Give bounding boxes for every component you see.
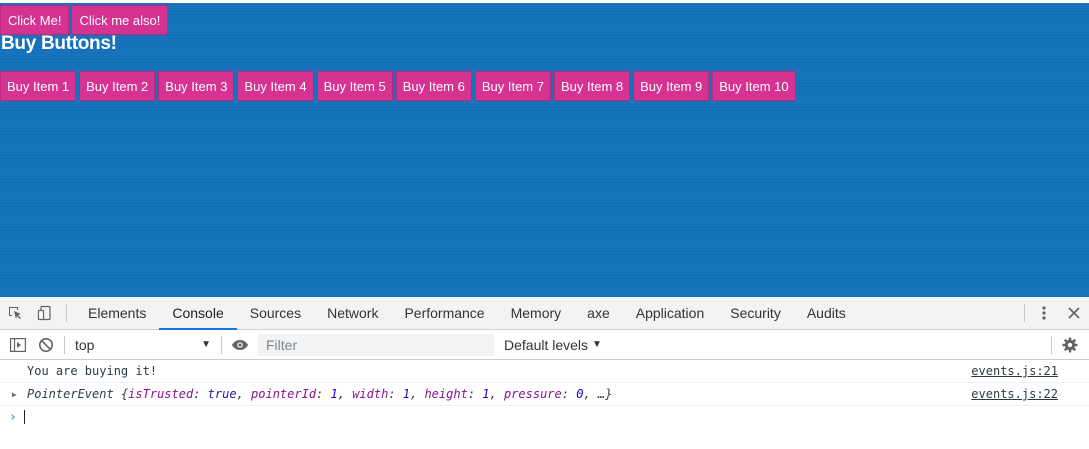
tab-elements[interactable]: Elements xyxy=(88,305,147,321)
click-me-button[interactable]: Click Me! xyxy=(0,5,70,35)
buy-item-4-button[interactable]: Buy Item 4 xyxy=(237,71,314,101)
sidebar-toggle-icon[interactable] xyxy=(4,331,32,359)
settings-gear-icon[interactable] xyxy=(1057,332,1083,358)
text-caret xyxy=(23,410,25,424)
tab-security[interactable]: Security xyxy=(730,305,781,321)
eye-icon[interactable] xyxy=(226,331,254,359)
prop-key: width xyxy=(352,387,389,401)
buy-item-3-button[interactable]: Buy Item 3 xyxy=(158,71,235,101)
page-heading: Buy Buttons! xyxy=(1,33,117,54)
prop-value: true xyxy=(207,387,237,401)
tab-console[interactable]: Console xyxy=(159,297,238,330)
console-toolbar-separator-2 xyxy=(221,335,222,354)
buy-item-7-button[interactable]: Buy Item 7 xyxy=(474,71,551,101)
log-source-link[interactable]: events.js:22 xyxy=(971,387,1058,401)
close-icon[interactable] xyxy=(1059,297,1089,329)
object-name: PointerEvent xyxy=(27,387,114,401)
filter-input[interactable] xyxy=(258,333,494,356)
prop-value: 1 xyxy=(482,387,490,401)
prop-value: 0 xyxy=(576,387,584,401)
levels-arrow-icon: ▼ xyxy=(592,339,602,350)
prop-key: pressure xyxy=(503,387,562,401)
prop-value: 1 xyxy=(402,387,410,401)
default-levels-dropdown[interactable]: Default levels ▼ xyxy=(504,337,602,353)
tab-performance[interactable]: Performance xyxy=(404,305,485,321)
devtools-tabbar: Elements Console Sources Network Perform… xyxy=(0,297,1089,330)
buy-item-2-button[interactable]: Buy Item 2 xyxy=(79,71,156,101)
buy-item-8-button[interactable]: Buy Item 8 xyxy=(553,71,631,101)
settings-separator xyxy=(1051,336,1052,354)
console-object-line[interactable]: ▶ PointerEvent {isTrusted: true, pointer… xyxy=(0,383,1089,406)
context-value: top xyxy=(75,336,95,353)
click-me-also-button[interactable]: Click me also! xyxy=(71,5,169,35)
console-prompt[interactable]: › xyxy=(0,406,1089,428)
context-select[interactable]: top ▼ xyxy=(67,334,217,356)
devtools-panel: Elements Console Sources Network Perform… xyxy=(0,297,1089,449)
object-brace: { xyxy=(120,387,129,401)
expand-triangle-icon[interactable]: ▶ xyxy=(12,389,17,399)
prop-key: height xyxy=(424,387,468,401)
default-levels-label: Default levels xyxy=(504,336,589,353)
console-log-line: You are buying it! events.js:21 xyxy=(0,360,1089,383)
buy-item-9-button[interactable]: Buy Item 9 xyxy=(633,71,710,101)
tabbar-right-separator xyxy=(1024,304,1025,322)
buy-item-5-button[interactable]: Buy Item 5 xyxy=(316,71,393,101)
console-toolbar: top ▼ Default levels ▼ xyxy=(0,330,1089,360)
more-vertical-icon[interactable] xyxy=(1029,297,1059,329)
inspect-element-icon[interactable] xyxy=(0,297,30,329)
log-message: You are buying it! xyxy=(27,364,158,378)
tab-network[interactable]: Network xyxy=(327,305,379,321)
page-viewport: Click Me! Click me also! Buy Buttons! Bu… xyxy=(0,0,1089,297)
device-toolbar-icon[interactable] xyxy=(30,297,60,329)
tabbar-right-controls xyxy=(1020,297,1089,329)
top-button-group: Click Me! Click me also! xyxy=(0,5,169,35)
buy-item-10-button[interactable]: Buy Item 10 xyxy=(712,71,796,101)
dropdown-arrow-icon: ▼ xyxy=(201,339,211,350)
buy-item-1-button[interactable]: Buy Item 1 xyxy=(0,71,77,101)
console-toolbar-separator xyxy=(64,335,65,354)
tab-sources[interactable]: Sources xyxy=(249,305,302,321)
clear-console-icon[interactable] xyxy=(32,331,60,359)
log-source-link[interactable]: events.js:21 xyxy=(971,364,1058,378)
prop-value: 1 xyxy=(330,387,338,401)
tabbar-separator xyxy=(66,304,67,322)
tab-application[interactable]: Application xyxy=(635,305,705,321)
tab-audits[interactable]: Audits xyxy=(806,305,846,321)
buy-item-6-button[interactable]: Buy Item 6 xyxy=(395,71,472,101)
object-ellipsis: …} xyxy=(597,387,613,401)
prop-key: pointerId xyxy=(251,387,317,401)
tab-memory[interactable]: Memory xyxy=(510,305,562,321)
tab-axe[interactable]: axe xyxy=(587,305,610,321)
prompt-chevron-icon: › xyxy=(9,409,17,425)
console-output: You are buying it! events.js:21 ▶ Pointe… xyxy=(0,360,1089,428)
prop-key: isTrusted xyxy=(128,387,194,401)
buy-button-row: Buy Item 1 Buy Item 2 Buy Item 3 Buy Ite… xyxy=(0,71,796,101)
